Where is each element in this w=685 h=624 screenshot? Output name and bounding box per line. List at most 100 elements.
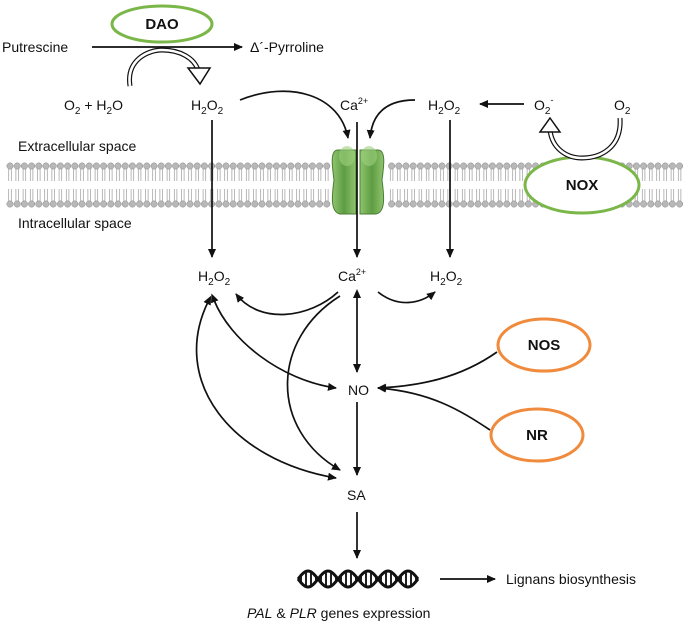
lipid-head bbox=[42, 200, 50, 208]
genes-expression-label: PAL & PLR genes expression bbox=[247, 605, 430, 621]
lipid-head bbox=[236, 162, 244, 170]
nos-label: NOS bbox=[528, 337, 561, 354]
lipid-head bbox=[395, 200, 403, 208]
lipid-head bbox=[85, 162, 93, 170]
lipid-head bbox=[251, 200, 259, 208]
lipid-head bbox=[107, 162, 115, 170]
lipid-head bbox=[409, 200, 417, 208]
lipid-head bbox=[6, 162, 14, 170]
lipid-head bbox=[100, 200, 108, 208]
lipid-head bbox=[49, 200, 57, 208]
lipid-head bbox=[460, 162, 468, 170]
lipid-head bbox=[467, 200, 475, 208]
intracellular-space-label: Intracellular space bbox=[18, 215, 132, 231]
lipid-head bbox=[222, 200, 230, 208]
lipid-head bbox=[510, 200, 518, 208]
lipid-head bbox=[388, 200, 396, 208]
arrow-nos-to-no bbox=[377, 351, 498, 392]
cell-membrane bbox=[6, 162, 684, 208]
lipid-head bbox=[143, 162, 151, 170]
lipid-head bbox=[64, 200, 72, 208]
nox-arrow-inner bbox=[548, 117, 622, 160]
lipid-head bbox=[222, 162, 230, 170]
lipid-head bbox=[668, 162, 676, 170]
lipid-head bbox=[78, 162, 86, 170]
lipid-head bbox=[481, 200, 489, 208]
lipid-head bbox=[114, 200, 122, 208]
lipid-head bbox=[301, 162, 309, 170]
h2o2-extracellular-left: H2O2 bbox=[191, 97, 224, 117]
lipid-head bbox=[640, 162, 648, 170]
arrow-h2o2-right-to-channel bbox=[366, 99, 416, 139]
lipid-head bbox=[229, 200, 237, 208]
lipid-head bbox=[438, 162, 446, 170]
ca-intracellular: Ca2+ bbox=[338, 267, 366, 284]
nr-enzyme: NR bbox=[489, 407, 585, 463]
lipid-head bbox=[424, 200, 432, 208]
lipid-head bbox=[64, 162, 72, 170]
lipid-head bbox=[186, 162, 194, 170]
arrow-h2o2-to-sa bbox=[195, 295, 337, 481]
lipid-head bbox=[424, 162, 432, 170]
lipid-head bbox=[517, 162, 525, 170]
lipid-head bbox=[503, 200, 511, 208]
lipid-head bbox=[265, 162, 273, 170]
arrow-ca-to-h2o2-left bbox=[235, 291, 339, 316]
h2o2-intracellular-right: H2O2 bbox=[430, 268, 463, 288]
lipid-head bbox=[35, 200, 43, 208]
lipid-head bbox=[128, 162, 136, 170]
lipid-head bbox=[460, 200, 468, 208]
lipid-head bbox=[308, 200, 316, 208]
arrows bbox=[92, 43, 623, 583]
lipid-head bbox=[56, 162, 64, 170]
lipid-head bbox=[496, 162, 504, 170]
lipid-head bbox=[647, 162, 655, 170]
lipid-head bbox=[78, 200, 86, 208]
lipid-head bbox=[661, 200, 669, 208]
lipid-head bbox=[258, 200, 266, 208]
dao-substrate-arrow-inner bbox=[128, 48, 200, 87]
lipid-head bbox=[481, 162, 489, 170]
lipid-head bbox=[49, 162, 57, 170]
no-label: NO bbox=[348, 382, 369, 398]
lipid-head bbox=[150, 162, 158, 170]
lipid-head bbox=[215, 162, 223, 170]
lipid-head bbox=[251, 162, 259, 170]
lipid-head bbox=[316, 200, 324, 208]
lipid-head bbox=[280, 162, 288, 170]
lipid-head bbox=[56, 200, 64, 208]
lipid-head bbox=[287, 162, 295, 170]
dao-label: DAO bbox=[145, 16, 179, 33]
lipid-head bbox=[416, 200, 424, 208]
lipid-head bbox=[71, 200, 79, 208]
lipid-head bbox=[172, 162, 180, 170]
o2-label: O2 bbox=[614, 97, 631, 117]
lipid-head bbox=[510, 162, 518, 170]
lipid-head bbox=[438, 200, 446, 208]
lipid-head bbox=[632, 200, 640, 208]
lipid-head bbox=[114, 162, 122, 170]
lipid-head bbox=[20, 200, 28, 208]
lipid-head bbox=[172, 200, 180, 208]
lipid-head bbox=[186, 200, 194, 208]
lipid-head bbox=[136, 200, 144, 208]
lipid-head bbox=[28, 200, 36, 208]
o2-h2o-label: O2 + H2O bbox=[64, 97, 123, 117]
lipid-head bbox=[668, 200, 676, 208]
ca-extracellular: Ca2+ bbox=[340, 96, 368, 113]
lipid-head bbox=[488, 162, 496, 170]
arrow-nr-to-no bbox=[377, 384, 491, 431]
lipid-head bbox=[474, 162, 482, 170]
lipid-head bbox=[92, 162, 100, 170]
lipid-head bbox=[13, 162, 21, 170]
lipid-head bbox=[20, 162, 28, 170]
extracellular-space-label: Extracellular space bbox=[18, 138, 136, 154]
h2o2-extracellular-right: H2O2 bbox=[428, 97, 461, 117]
lipid-head bbox=[150, 200, 158, 208]
lipid-head bbox=[258, 162, 266, 170]
lipid-head bbox=[107, 200, 115, 208]
lipid-head bbox=[200, 200, 208, 208]
dao-enzyme: DAO bbox=[110, 4, 214, 44]
arrow-h2o2-left-to-channel bbox=[239, 90, 351, 139]
lipid-head bbox=[316, 162, 324, 170]
